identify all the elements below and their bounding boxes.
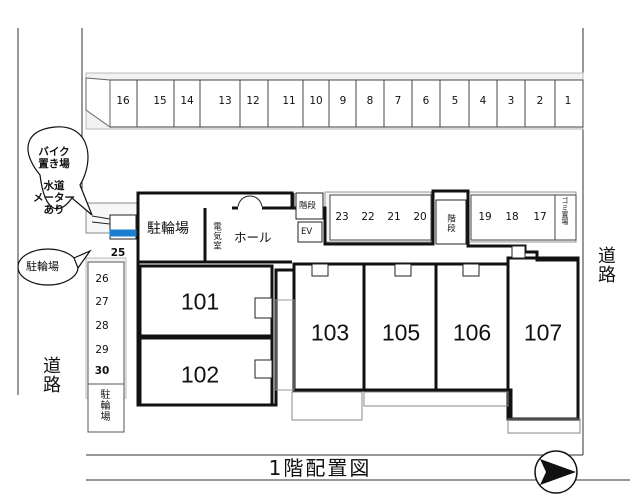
parking-slot: 3 bbox=[507, 94, 515, 107]
bike-callout-bubble bbox=[27, 126, 93, 216]
parking-slot: 16 bbox=[116, 94, 130, 107]
stairs-mid-label: 階段 bbox=[445, 214, 456, 233]
parking-slot: 4 bbox=[479, 94, 487, 107]
parking-slot: 27 bbox=[95, 295, 109, 308]
parking-slot: 30 bbox=[94, 364, 110, 377]
parking-left-column bbox=[87, 261, 125, 385]
parking-slot: 2 bbox=[536, 94, 544, 107]
parking-slot: 17 bbox=[533, 210, 547, 223]
parking-slot: 11 bbox=[282, 94, 296, 107]
parking-slot: 8 bbox=[366, 94, 374, 107]
parking-slot: 13 bbox=[218, 94, 232, 107]
parking-slot: 5 bbox=[451, 94, 459, 107]
north-arrow bbox=[534, 450, 578, 494]
bicycle-left-area bbox=[87, 383, 125, 433]
parking-slot: 7 bbox=[394, 94, 402, 107]
parking-slot: 23 bbox=[335, 210, 349, 223]
parking-slot: 10 bbox=[309, 94, 323, 107]
hall-label: ホール bbox=[234, 230, 272, 245]
parking-slot: 28 bbox=[95, 319, 109, 332]
unit-102: 102 bbox=[180, 361, 220, 388]
electric-room-label: 電気室 bbox=[211, 222, 222, 251]
parking-slot: 1 bbox=[564, 94, 572, 107]
bicycle-callout-label: 駐輪場 bbox=[26, 260, 59, 273]
garbage-label: ゴミ置場 bbox=[561, 197, 569, 225]
parking-slot: 22 bbox=[361, 210, 375, 223]
bicycle-room-label: 駐輪場 bbox=[147, 221, 189, 237]
parking-mid-a bbox=[329, 194, 432, 241]
road-label-left: 道路 bbox=[40, 356, 61, 394]
building-outline bbox=[136, 189, 580, 421]
parking-slot: 21 bbox=[387, 210, 401, 223]
elevator-label: EV bbox=[301, 227, 313, 237]
parking-slot: 20 bbox=[413, 210, 427, 223]
unit-106: 106 bbox=[452, 319, 492, 346]
parking-slot: 9 bbox=[339, 94, 347, 107]
water-meter-label: 水道 メーター あり bbox=[33, 180, 75, 217]
bicycle-left-label: 駐輪場 bbox=[98, 389, 109, 422]
parking-slot: 25 bbox=[110, 246, 126, 259]
parking-slot: 26 bbox=[95, 272, 109, 285]
water-meter-mark bbox=[109, 229, 137, 237]
parking-mid-b bbox=[470, 194, 556, 241]
parking-slot: 15 bbox=[153, 94, 167, 107]
plan-title: 1階配置図 bbox=[268, 456, 372, 480]
unit-101: 101 bbox=[180, 288, 220, 315]
bike-parking-label: バイク 置き場 bbox=[38, 146, 70, 171]
parking-slot: 12 bbox=[246, 94, 260, 107]
parking-slot: 6 bbox=[422, 94, 430, 107]
road-label-right: 道路 bbox=[595, 246, 616, 284]
parking-slot: 29 bbox=[95, 343, 109, 356]
garbage-area bbox=[554, 194, 577, 241]
stairs-upper-label: 階段 bbox=[299, 201, 317, 211]
parking-slot: 19 bbox=[478, 210, 492, 223]
unit-103: 103 bbox=[310, 319, 350, 346]
unit-107: 107 bbox=[523, 319, 563, 346]
parking-slot: 18 bbox=[505, 210, 519, 223]
unit-105: 105 bbox=[381, 319, 421, 346]
parking-slot: 14 bbox=[180, 94, 194, 107]
